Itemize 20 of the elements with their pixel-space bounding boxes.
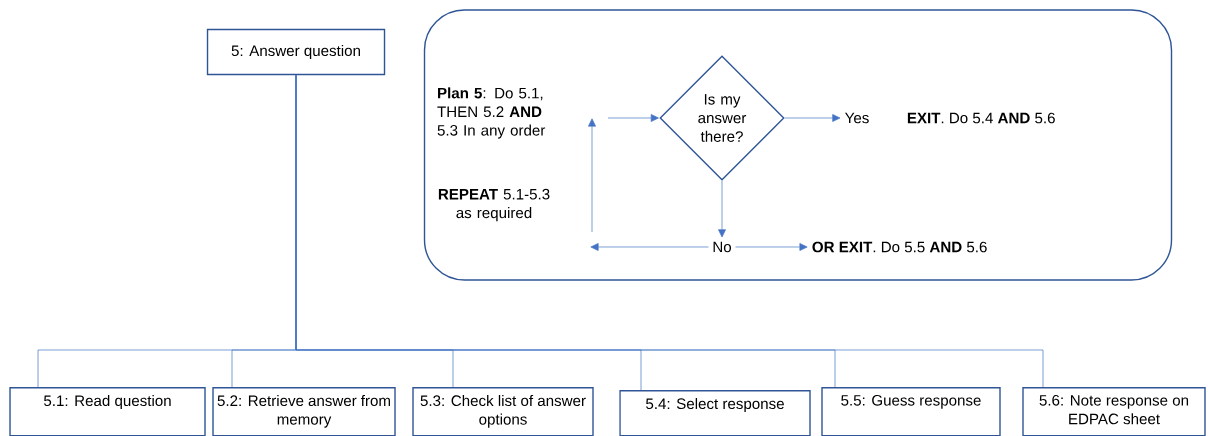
plan-text: Plan 5: Do 5.1, THEN 5.2 AND 5.3 In any order	[437, 87, 546, 139]
subtask-box: 5.3: Check list of answer options	[412, 387, 594, 436]
arrow	[735, 243, 808, 251]
flow-text: Yes	[845, 112, 869, 124]
arrow	[718, 180, 726, 238]
flow-text: No	[713, 241, 732, 253]
arrow	[607, 114, 659, 122]
subtask-box: 5.5: Guess response	[821, 387, 1001, 436]
subtask-box: 5.2: Retrieve answer from memory	[212, 387, 396, 436]
subtask-box: 5.6: Note response on EDPAC sheet	[1022, 387, 1206, 436]
plan-text: REPEAT 5.1-5.3 as required	[438, 188, 550, 222]
flow-text: EXIT. Do 5.4 AND 5.6	[907, 112, 1055, 124]
arrow	[784, 114, 841, 122]
plan-box	[423, 9, 1173, 281]
subtask-box: 5.1: Read question	[9, 387, 206, 436]
subtask-box: 5.4: Select response	[619, 390, 811, 436]
arrow	[590, 243, 709, 251]
task-box: 5: Answer question	[206, 28, 386, 76]
connector-line	[295, 74, 1044, 388]
flow-text: OR EXIT. Do 5.5 AND 5.6	[812, 241, 987, 253]
